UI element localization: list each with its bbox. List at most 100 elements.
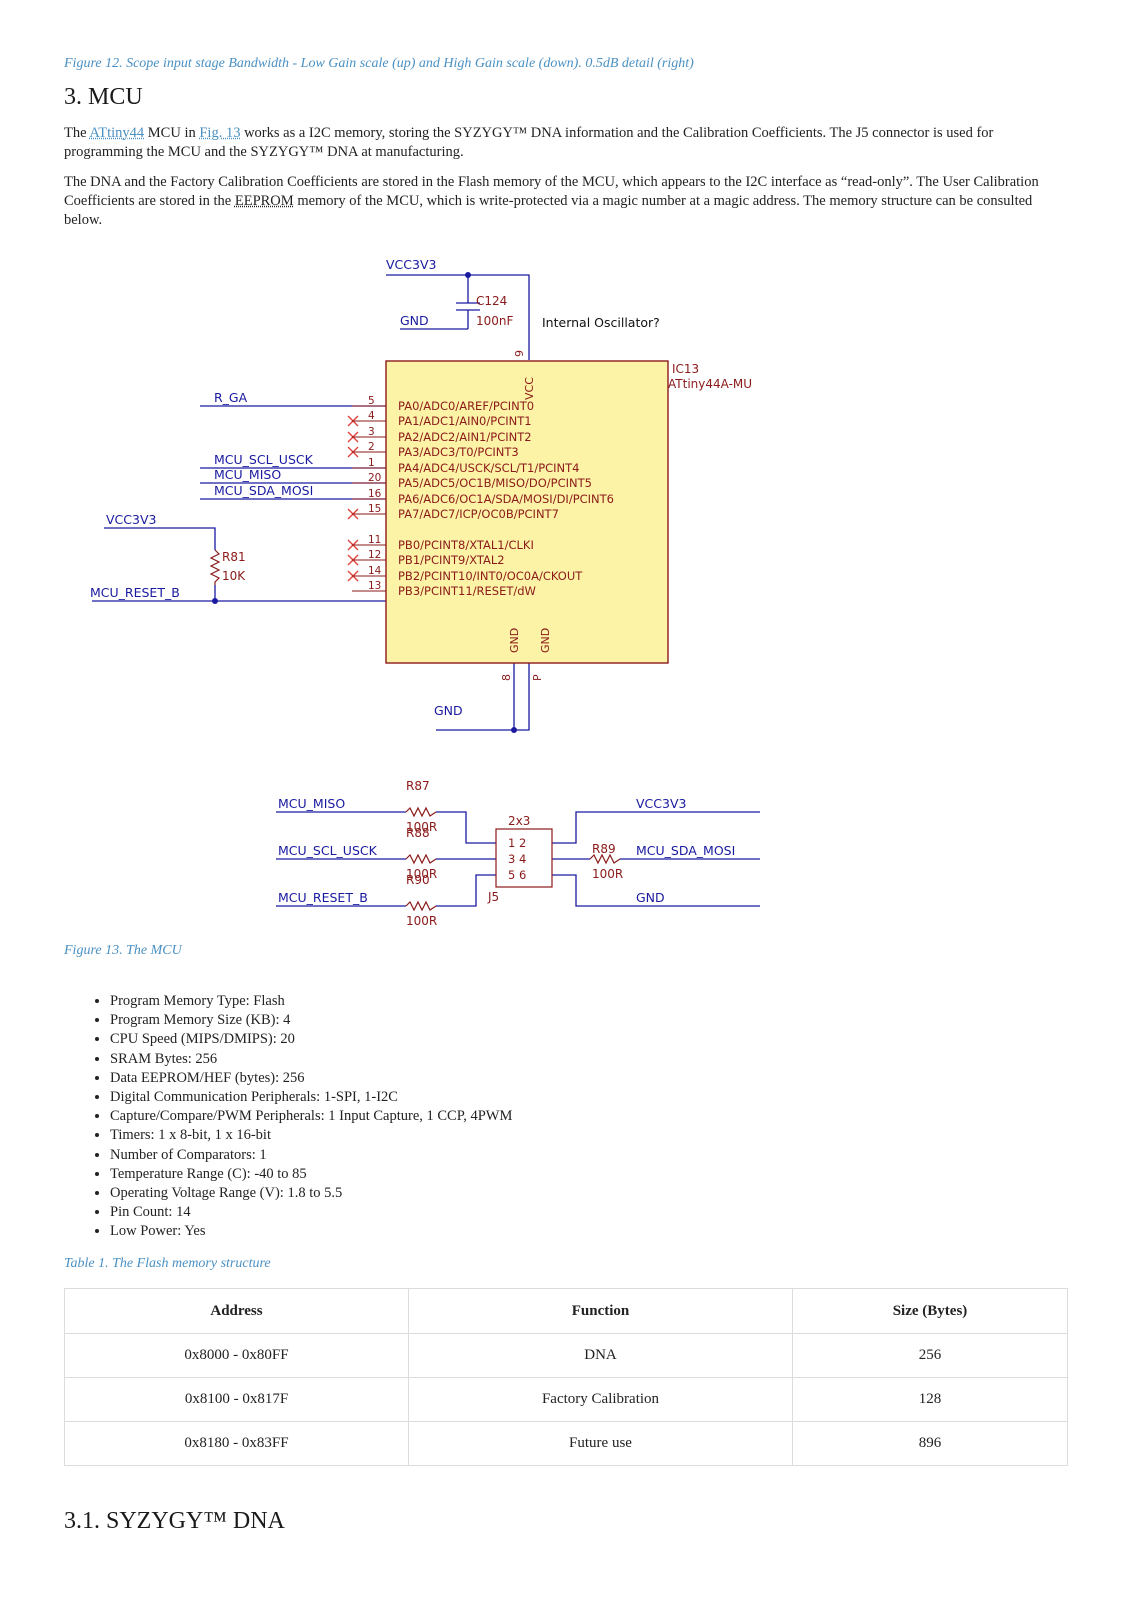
flash-memory-table: Address Function Size (Bytes) 0x8000 - 0… [64, 1288, 1068, 1466]
oscillator-note: Internal Oscillator? [542, 315, 660, 330]
net-miso: MCU_MISO [214, 467, 281, 482]
cell-address: 0x8100 - 0x817F [64, 1377, 409, 1422]
text: MCU in [144, 125, 200, 141]
net-scl: MCU_SCL_USCK [214, 452, 314, 467]
spec-item: Digital Communication Peripherals: 1-SPI… [110, 1088, 512, 1107]
spec-item: Temperature Range (C): -40 to 85 [110, 1165, 512, 1184]
ic-pin-name: PA2/ADC2/AIN1/PCINT2 [398, 430, 532, 444]
ic13-part: ATtiny44A-MU [668, 377, 752, 391]
r88-value: 100R [406, 867, 437, 881]
ic-pin-number: 14 [368, 565, 382, 577]
net-vcc-left: VCC3V3 [106, 512, 156, 527]
spec-item: Program Memory Type: Flash [110, 992, 512, 1011]
paragraph-memory: The DNA and the Factory Calibration Coef… [64, 173, 1074, 230]
text: The DNA and the Factory Calibration Coef… [64, 174, 1039, 209]
table-row: 0x8000 - 0x80FF DNA 256 [64, 1333, 1068, 1378]
ic-pin-name: PA6/ADC6/OC1A/SDA/MOSI/DI/PCINT6 [398, 492, 614, 506]
ic-pin-name: PA3/ADC3/T0/PCINT3 [398, 445, 519, 459]
ic-pin-name: PB2/PCINT10/INT0/OC0A/CKOUT [398, 569, 583, 583]
ic-pin-number: 16 [368, 488, 382, 500]
spec-item: Program Memory Size (KB): 4 [110, 1011, 512, 1030]
subsection-heading: 3.1. SYZYGY™ DNA [64, 1508, 285, 1534]
j5-ref: J5 [487, 890, 499, 904]
spec-item: Capture/Compare/PWM Peripherals: 1 Input… [110, 1107, 512, 1126]
figure-12-caption: Figure 12. Scope input stage Bandwidth -… [64, 56, 694, 71]
r90-value: 100R [406, 914, 437, 928]
spec-item: Pin Count: 14 [110, 1203, 512, 1222]
j5-size: 2x3 [508, 814, 530, 828]
c124-value: 100nF [476, 314, 514, 328]
r89-ref: R89 [592, 842, 616, 856]
attiny44-link[interactable]: ATtiny44 [89, 125, 145, 141]
table-row: 0x8100 - 0x817F Factory Calibration 128 [64, 1377, 1068, 1422]
ic-pin-name: PA0/ADC0/AREF/PCINT0 [398, 399, 534, 413]
spec-item: Data EEPROM/HEF (bytes): 256 [110, 1069, 512, 1088]
j5-net-scl: MCU_SCL_USCK [278, 843, 378, 858]
ic-pin-name: PA1/ADC1/AIN0/PCINT1 [398, 414, 532, 428]
header-function: Function [408, 1288, 793, 1334]
j5-net-gnd: GND [636, 890, 665, 905]
section-heading: 3. MCU [64, 84, 143, 110]
ic-pin-number: 2 [368, 441, 375, 453]
text: works as a I2C memory, storing the SYZYG… [64, 125, 994, 160]
ic-pin-name: PA7/ADC7/ICP/OC0B/PCINT7 [398, 507, 559, 521]
ic-pin-name: PA5/ADC5/OC1B/MISO/DO/PCINT5 [398, 476, 592, 490]
mcu-schematic: VCC3V3 GND R_GA MCU_SCL_USCK MCU_MISO MC… [90, 257, 760, 928]
table-row: 0x8180 - 0x83FF Future use 896 [64, 1421, 1068, 1466]
gnd-pin-label-2: GND [539, 628, 552, 653]
cell-size: 896 [792, 1421, 1068, 1466]
ic-pin-name: PB3/PCINT11/RESET/dW [398, 584, 536, 598]
j5-pins-row3: 5 6 [508, 868, 526, 882]
paragraph-intro: The ATtiny44 MCU in Fig. 13 works as a I… [64, 124, 1074, 162]
ic-pin-number: 5 [368, 395, 375, 407]
j5-net-reset: MCU_RESET_B [278, 890, 368, 905]
r81-value: 10K [222, 569, 246, 583]
r87-value: 100R [406, 820, 437, 834]
header-size: Size (Bytes) [792, 1288, 1068, 1334]
ic13-body [385, 360, 669, 664]
ic-pin-number: 4 [368, 410, 375, 422]
spec-item: Number of Comparators: 1 [110, 1146, 512, 1165]
gnd-pin-number-2: P [531, 674, 544, 681]
ic-pin-number: 3 [368, 426, 375, 438]
vcc-pin-label: VCC [523, 377, 536, 400]
cell-function: Future use [408, 1421, 793, 1466]
ic-pin-name: PA4/ADC4/USCK/SCL/T1/PCINT4 [398, 461, 580, 475]
spec-list: Program Memory Type: FlashProgram Memory… [86, 992, 512, 1242]
net-sda: MCU_SDA_MOSI [214, 483, 313, 498]
spec-item: Operating Voltage Range (V): 1.8 to 5.5 [110, 1184, 512, 1203]
ic-pin-number: 1 [368, 457, 375, 469]
ic-pin-number: 11 [368, 534, 381, 546]
ic-pin-number: 12 [368, 549, 381, 561]
j5-net-vcc: VCC3V3 [636, 796, 686, 811]
cell-address: 0x8180 - 0x83FF [64, 1421, 409, 1466]
ic-pin-number: 13 [368, 580, 381, 592]
net-gnd-top: GND [400, 313, 429, 328]
spec-item: Low Power: Yes [110, 1222, 512, 1241]
table-1-caption: Table 1. The Flash memory structure [64, 1256, 271, 1271]
text: memory of the MCU, which is write-protec… [64, 193, 1033, 228]
spec-item: SRAM Bytes: 256 [110, 1050, 512, 1069]
j5-net-miso: MCU_MISO [278, 796, 345, 811]
gnd-pin-label-1: GND [508, 628, 521, 653]
ic-pin-name: PB1/PCINT9/XTAL2 [398, 553, 505, 567]
spec-item: CPU Speed (MIPS/DMIPS): 20 [110, 1030, 512, 1049]
ic-pin-number: 15 [368, 503, 381, 515]
header-address: Address [64, 1288, 409, 1334]
cell-function: DNA [408, 1333, 793, 1378]
r89-value: 100R [592, 867, 623, 881]
figure-13-link[interactable]: Fig. 13 [199, 125, 241, 141]
net-r-ga: R_GA [214, 390, 248, 405]
cell-address: 0x8000 - 0x80FF [64, 1333, 409, 1378]
ic-pin-name: PB0/PCINT8/XTAL1/CLKI [398, 538, 534, 552]
ic13-ref: IC13 [672, 362, 699, 376]
net-reset: MCU_RESET_B [90, 585, 180, 600]
text: The [64, 125, 90, 141]
figure-13-caption: Figure 13. The MCU [64, 943, 182, 958]
cell-size: 128 [792, 1377, 1068, 1422]
table-header-row: Address Function Size (Bytes) [64, 1288, 1068, 1334]
j5-body [495, 828, 553, 888]
net-vcc-top: VCC3V3 [386, 257, 436, 272]
r88-ref: R88 [406, 826, 430, 840]
c124-ref: C124 [476, 294, 507, 308]
